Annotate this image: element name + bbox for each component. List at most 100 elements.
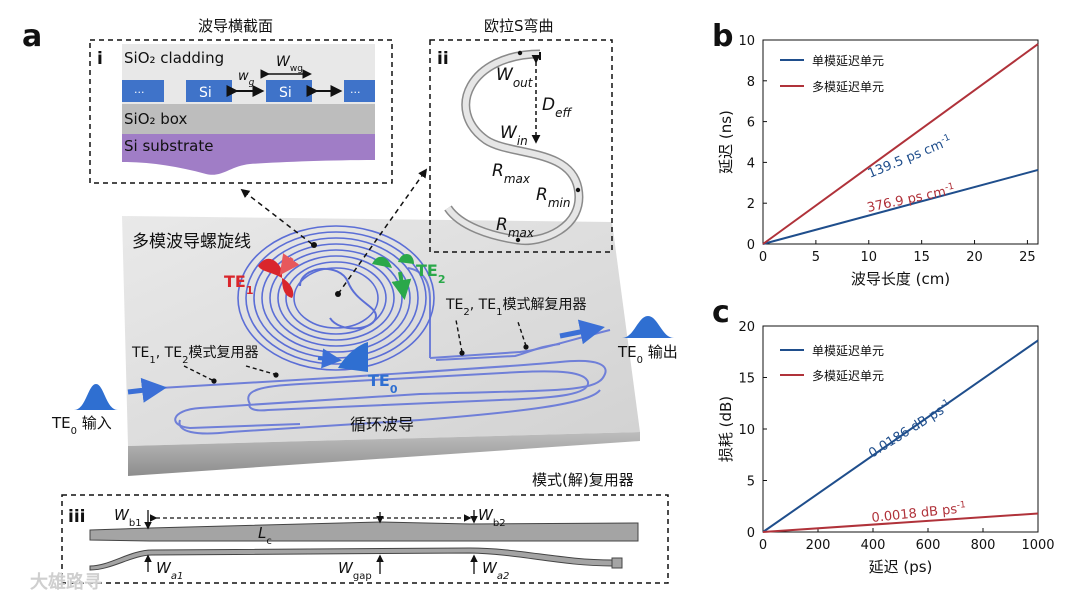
bus-waveguide — [89, 521, 639, 542]
inset-i-label: i — [97, 49, 103, 69]
si-core-1 — [186, 80, 232, 102]
pointer-inset-ii-dot — [335, 291, 341, 297]
series-annotation-0: 139.5 ps cm-1 — [865, 133, 954, 182]
substrate-layer — [122, 134, 375, 175]
x-tick-label-1: 5 — [812, 250, 820, 265]
legend-label-0: 单模延迟单元 — [812, 344, 884, 358]
y-tick-label-5: 10 — [738, 34, 755, 49]
x-tick-label-3: 15 — [913, 250, 930, 265]
x-tick-label-2: 400 — [861, 538, 886, 553]
wb2-label: Wb2 — [478, 506, 506, 529]
s-dot-bottom — [515, 237, 521, 243]
pointer-inset-i-dot — [311, 242, 317, 248]
y-tick-label-4: 20 — [738, 320, 755, 335]
inset-ii-label: ii — [437, 49, 449, 69]
wa1-label: Wa1 — [156, 559, 183, 582]
si-text-1: Si — [199, 85, 212, 101]
win-label: Win — [500, 123, 528, 148]
panel-c-label: c — [712, 295, 730, 330]
y-tick-label-4: 8 — [747, 75, 755, 90]
series-line-0 — [762, 339, 1039, 533]
inset-i-frame — [89, 39, 393, 184]
inset-ii: 欧拉S弯曲 ii Wout Deff Win Rmax Rmin Rmax — [429, 17, 613, 253]
demux-label: TE2, TE1模式解复用器 — [445, 296, 586, 318]
te1-arrow — [279, 253, 300, 276]
substrate-text: Si substrate — [124, 137, 213, 155]
output-label: TE0 输出 — [617, 343, 678, 366]
te2-label: TE2 — [416, 261, 446, 286]
inset-i-title: 波导横截面 — [198, 17, 273, 35]
mux-dot-2 — [273, 372, 279, 378]
s-dot-top — [517, 50, 523, 56]
inset-iii: 模式(解)复用器 iii Wb1 Wb2 Lc Wa1 Wgap Wa2 — [61, 471, 669, 584]
inset-iii-frame — [61, 494, 669, 584]
series-annotation-text-1: 376.9 ps cm — [866, 185, 948, 216]
chip-top — [122, 216, 640, 446]
y-tick-label-2: 4 — [747, 156, 755, 171]
x-tick-label-0: 0 — [759, 250, 767, 265]
rmin-label: Rmin — [536, 185, 570, 210]
wgap-label: Wgap — [338, 559, 372, 582]
inset-iii-label: iii — [68, 507, 85, 527]
input-arrow — [127, 377, 167, 403]
series-line-0 — [762, 168, 1039, 245]
te2-arrow — [391, 271, 412, 300]
series-annotation-sup-1: -1 — [944, 182, 955, 194]
output-arrow — [559, 319, 605, 345]
wout-label: Wout — [496, 65, 534, 90]
mux-pointer-2 — [245, 365, 275, 375]
si-core-right — [344, 80, 375, 102]
inset-ii-title: 欧拉S弯曲 — [484, 17, 554, 35]
loop-label: 循环波导 — [350, 415, 414, 434]
dots-left: ··· — [134, 86, 145, 99]
pointer-inset-ii — [337, 168, 428, 295]
input-pulse-icon — [74, 384, 118, 410]
y-tick-label-1: 5 — [747, 475, 755, 490]
box-text: SiO₂ box — [124, 110, 188, 128]
wb1-label: Wb1 — [114, 506, 142, 529]
mux-dot — [211, 378, 217, 384]
rmax-label-1: Rmax — [492, 161, 531, 186]
series-annotation-1: 376.9 ps cm-1 — [866, 182, 957, 216]
mux-label: TE1, TE2模式复用器 — [131, 344, 258, 366]
mux-pointer — [183, 365, 213, 381]
si-core-2 — [266, 80, 312, 102]
si-core-left — [122, 80, 164, 102]
legend-label-1: 多模延迟单元 — [812, 369, 884, 383]
te1-mode — [258, 258, 294, 298]
y-tick-label-3: 15 — [738, 372, 755, 387]
x-tick-label-1: 200 — [806, 538, 831, 553]
x-axis-label: 波导长度 (cm) — [851, 270, 950, 288]
te1-label: TE1 — [224, 272, 254, 297]
y-tick-label-2: 10 — [738, 423, 755, 438]
y-tick-label-3: 6 — [747, 116, 755, 131]
te2-mode — [372, 253, 414, 268]
te0-arrow — [317, 348, 342, 369]
lc-label: Lc — [258, 524, 272, 547]
te0-label: TE0 — [368, 371, 398, 396]
x-tick-label-3: 600 — [916, 538, 941, 553]
output-pulse-icon — [622, 316, 674, 338]
input-label: TE0 输入 — [51, 414, 112, 437]
dots-right: ··· — [350, 86, 361, 99]
inset-iii-title: 模式(解)复用器 — [532, 471, 634, 489]
s-dot-mid — [575, 187, 581, 193]
series-annotation-sup-0: -1 — [940, 133, 952, 146]
loop-waveguide — [159, 267, 611, 435]
wg-label: wg — [238, 69, 255, 88]
x-tick-label-4: 20 — [966, 250, 983, 265]
pointer-inset-i — [240, 188, 313, 245]
panel-b-label: b — [712, 19, 733, 54]
series-line-1 — [762, 512, 1039, 533]
demux-pointer-2 — [517, 321, 527, 347]
series-line-1 — [762, 43, 1039, 245]
series-annotation-sup-1: -1 — [956, 500, 966, 511]
wa2-label: Wa2 — [482, 559, 509, 582]
legend-label-0: 单模延迟单元 — [812, 54, 884, 68]
y-tick-label-0: 0 — [747, 526, 755, 541]
y-tick-label-0: 0 — [747, 238, 755, 253]
watermark: 大雄路寻 — [30, 571, 102, 593]
